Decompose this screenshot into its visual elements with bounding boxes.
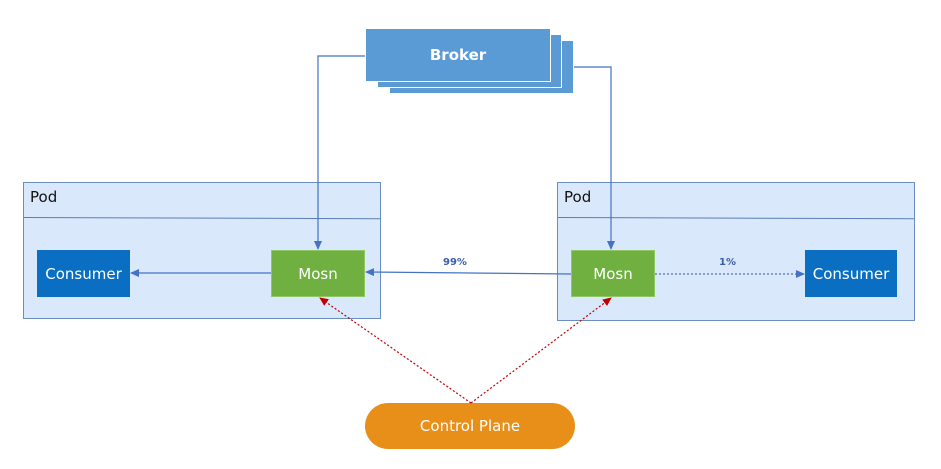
- edge-broker-to-right-mosn: [574, 66, 615, 250]
- right-consumer-node: Consumer: [805, 250, 897, 297]
- left-pod-label: Pod: [30, 188, 58, 206]
- left-consumer-node: Consumer: [37, 250, 130, 297]
- left-mosn-node: Mosn: [271, 250, 365, 297]
- edge-label-99: 99%: [443, 257, 467, 268]
- edge-control-to-right-mosn: [470, 297, 612, 404]
- edge-right-mosn-to-left-mosn: [365, 268, 572, 277]
- edge-control-to-left-mosn: [319, 297, 472, 404]
- right-mosn-node: Mosn: [571, 250, 655, 297]
- left-mosn-label: Mosn: [298, 264, 338, 283]
- edge-broker-to-left-mosn: [314, 55, 365, 250]
- right-mosn-label: Mosn: [593, 264, 633, 283]
- control-plane-label: Control Plane: [419, 417, 521, 435]
- left-consumer-label: Consumer: [45, 264, 122, 283]
- right-consumer-label: Consumer: [812, 264, 890, 283]
- right-pod-label: Pod: [564, 188, 592, 206]
- control-plane-node: Control Plane: [365, 403, 575, 449]
- broker-label: Broker: [429, 46, 487, 64]
- broker-node: Broker: [365, 28, 551, 82]
- edge-label-1: 1%: [719, 257, 736, 268]
